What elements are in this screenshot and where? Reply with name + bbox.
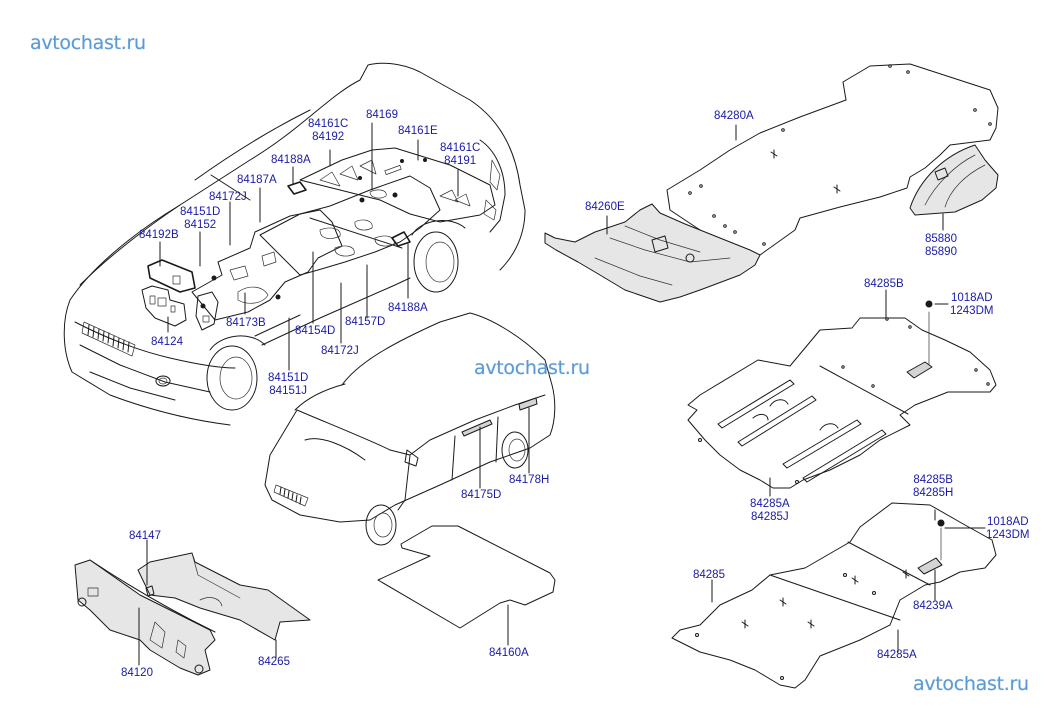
part-number: 84172J: [209, 191, 247, 203]
part-number: 84285A: [877, 649, 917, 661]
part-number: 84151J: [269, 385, 308, 397]
part-number: 84175D: [461, 489, 502, 501]
callout-84169[interactable]: 84169: [366, 109, 398, 122]
watermark-center: avtochast.ru: [474, 357, 590, 379]
callout-84172J-bottom[interactable]: 84172J: [321, 345, 359, 358]
part-number: 84265: [258, 656, 290, 668]
van-floor-pads: [141, 147, 496, 331]
part-number: 84161C: [308, 118, 349, 130]
mat-84285-bottom-illustration: [671, 502, 997, 689]
callout-84188A-right[interactable]: 84188A: [388, 302, 428, 315]
callout-84154D[interactable]: 84154D: [295, 325, 335, 338]
callout-84239A[interactable]: 84239A: [913, 600, 953, 613]
callout-85880-85890[interactable]: 85880 85890: [925, 233, 957, 259]
part-number: 84188A: [388, 302, 428, 314]
callout-84160A[interactable]: 84160A: [489, 647, 529, 660]
callout-84172J-top[interactable]: 84172J: [209, 191, 247, 204]
callout-84147[interactable]: 84147: [129, 530, 161, 543]
small-van-illustration: [264, 312, 556, 546]
cargo-mat-illustration: [377, 525, 556, 646]
part-number: 84169: [366, 109, 398, 121]
callout-84285A[interactable]: 84285A: [877, 649, 917, 662]
callout-84161C-84191[interactable]: 84161C 84191: [440, 142, 480, 168]
callout-84151D-84152[interactable]: 84151D 84152: [180, 206, 220, 232]
part-number: 84192: [312, 131, 345, 143]
part-number: 84161C: [440, 142, 481, 154]
part-number: 84120: [121, 667, 153, 679]
part-number: 84192B: [139, 229, 179, 241]
part-number: 84154D: [295, 325, 336, 337]
part-number: 84285B: [913, 474, 953, 486]
part-number: 84124: [151, 336, 183, 348]
part-number: 84191: [444, 155, 477, 167]
part-number: 84285B: [864, 278, 904, 290]
mat-84285-mid-illustration: [687, 289, 997, 497]
part-number: 84151D: [180, 206, 221, 218]
van-cutaway-illustration: [63, 62, 526, 426]
part-number: 84172J: [321, 345, 359, 357]
callout-84124[interactable]: 84124: [151, 336, 183, 349]
part-number: 84280A: [714, 110, 754, 122]
part-number: 84187A: [237, 174, 277, 186]
callout-1018AD-1243DM-upper[interactable]: 1018AD 1243DM: [950, 292, 993, 318]
part-number: 84260E: [585, 201, 625, 213]
part-number: 84239A: [913, 600, 953, 612]
watermark-top-left: avtochast.ru: [30, 32, 146, 54]
callout-84187A[interactable]: 84187A: [237, 174, 277, 187]
callout-1018AD-1243DM-lower[interactable]: 1018AD 1243DM: [986, 516, 1029, 542]
part-number: 84285J: [750, 511, 789, 523]
part-number: 84173B: [226, 317, 266, 329]
callout-84192B[interactable]: 84192B: [139, 229, 179, 242]
part-number: 84160A: [489, 647, 529, 659]
callout-84161E[interactable]: 84161E: [398, 125, 438, 138]
callout-84120[interactable]: 84120: [121, 667, 153, 680]
callout-84173B[interactable]: 84173B: [226, 317, 266, 330]
part-number: 84188A: [271, 154, 311, 166]
part-number: 84151D: [268, 372, 309, 384]
part-number: 84285: [693, 569, 725, 581]
callout-84280A[interactable]: 84280A: [714, 110, 754, 123]
callout-84178H[interactable]: 84178H: [509, 474, 549, 487]
part-number: 84147: [129, 530, 161, 542]
callout-84151D-84151J[interactable]: 84151D 84151J: [268, 372, 308, 398]
part-number: 1243DM: [986, 529, 1030, 541]
callout-84188A-top[interactable]: 84188A: [271, 154, 311, 167]
callout-84285B[interactable]: 84285B: [864, 278, 904, 291]
part-number: 85890: [925, 246, 957, 258]
part-number: 84285A: [750, 498, 790, 510]
part-number: 84152: [184, 219, 217, 231]
callout-84157D[interactable]: 84157D: [345, 316, 385, 329]
part-number: 1243DM: [950, 305, 994, 317]
callout-84285A-84285J[interactable]: 84285A 84285J: [750, 498, 790, 524]
part-number: 84178H: [509, 474, 550, 486]
callout-84260E[interactable]: 84260E: [585, 201, 625, 214]
part-number: 85880: [925, 233, 957, 245]
callout-84285[interactable]: 84285: [693, 569, 725, 582]
part-number: 1018AD: [950, 292, 993, 304]
part-number: 1018AD: [986, 516, 1029, 528]
part-number: 84161E: [398, 125, 438, 137]
part-number: 84157D: [345, 316, 386, 328]
watermark-bottom-right: avtochast.ru: [913, 673, 1029, 695]
dash-panel-illustration: [74, 539, 311, 676]
van-leader-lines: [159, 122, 459, 371]
part-number: 84285H: [913, 487, 954, 499]
mat-84280A-illustration: [666, 63, 999, 256]
callout-84161C-84192[interactable]: 84161C 84192: [308, 118, 348, 144]
wheelhouse-cover-illustration: [909, 144, 999, 231]
carpet-84260E-illustration: [544, 203, 761, 303]
callout-84265[interactable]: 84265: [258, 656, 290, 669]
callout-84175D[interactable]: 84175D: [461, 489, 501, 502]
callout-84285B-84285H[interactable]: 84285B 84285H: [913, 474, 953, 500]
